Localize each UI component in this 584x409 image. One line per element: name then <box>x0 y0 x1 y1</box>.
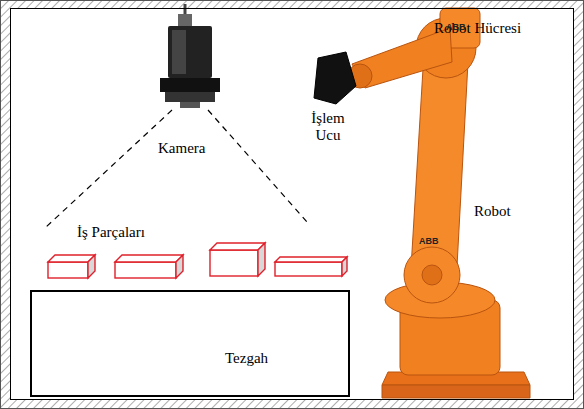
node-title: Tezgah <box>225 350 268 367</box>
workbench: Tezgah <box>30 290 350 397</box>
camera-symbol <box>160 4 220 108</box>
brand-logo: ABB <box>419 236 439 246</box>
camera-view-line <box>45 110 172 228</box>
camera-label: Kamera <box>158 140 205 157</box>
cell-floor <box>10 8 574 400</box>
workpiece-boxes <box>48 243 347 278</box>
robot-label: Robot <box>474 203 511 220</box>
robot-arm <box>314 8 530 398</box>
workpieces-label: İş Parçaları <box>77 224 145 241</box>
camera-view-line <box>208 110 307 222</box>
brand-logo: ABB <box>446 22 466 32</box>
tool-label: İşlem Ucu <box>300 110 356 145</box>
